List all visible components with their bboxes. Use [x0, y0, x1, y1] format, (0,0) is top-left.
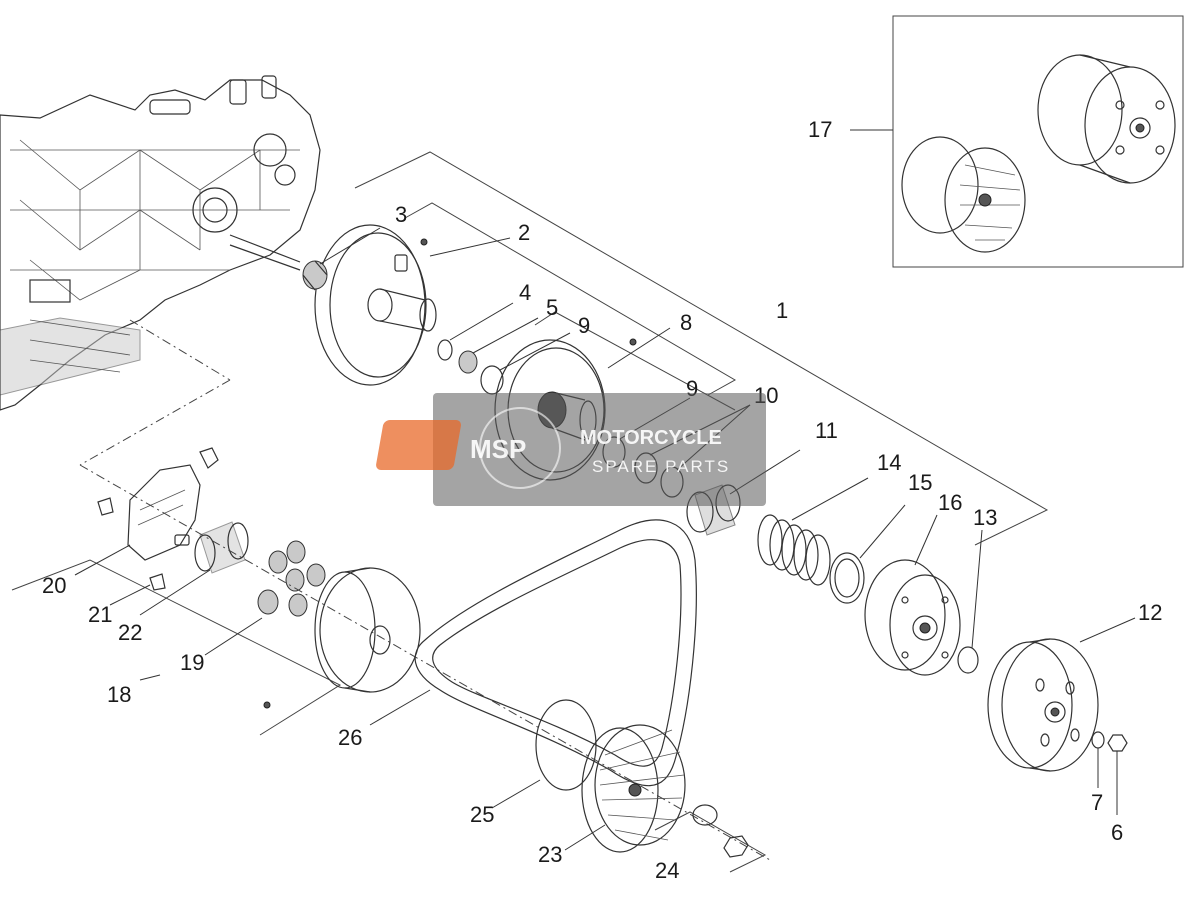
watermark: MSP MOTORCYCLE SPARE PARTS: [376, 393, 766, 506]
part-number-23: 23: [538, 842, 562, 867]
part-number-24: 24: [655, 858, 679, 883]
part-number-1: 1: [776, 298, 788, 323]
washer-24: [692, 804, 718, 826]
part-number-21: 21: [88, 602, 112, 627]
part-number-8: 8: [680, 310, 692, 335]
watermark-line2: SPARE PARTS: [592, 457, 730, 476]
part-number-18: 18: [107, 682, 131, 707]
nut-6: [1107, 734, 1128, 752]
axis-line: [129, 319, 231, 381]
bracket-18: [11, 559, 342, 736]
part-number-4: 4: [519, 280, 531, 305]
washer-5: [458, 350, 478, 374]
drive-belt: [414, 519, 697, 787]
part-numbers: 1 2 3 4 5 6 7 8 9 9 10 11 12 13 14 15 16…: [42, 117, 1162, 883]
bracket-8: [534, 311, 736, 411]
part-number-26: 26: [338, 725, 362, 750]
part-number-16: 16: [938, 490, 962, 515]
axis-line: [79, 379, 231, 466]
part-number-17: 17: [808, 117, 832, 142]
nut-13: [957, 646, 979, 674]
washer-15: [829, 552, 865, 604]
roller-bushing-3: [302, 260, 328, 291]
part-number-15: 15: [908, 470, 932, 495]
part-number-14: 14: [877, 450, 901, 475]
bracket-24: [654, 811, 767, 873]
ramp-plate-20: [127, 464, 201, 561]
bracket-2: [404, 202, 737, 396]
drive-belt-inner: [432, 539, 682, 767]
slider-21a: [97, 497, 114, 516]
clutch-bell-12: [987, 638, 1099, 772]
point-marker: [263, 701, 271, 709]
clutch-assembly-inset: [901, 54, 1176, 253]
engine-crankcase: [0, 75, 321, 411]
rollers-19: [257, 540, 326, 617]
circlip-4: [437, 339, 453, 361]
slider-21: [149, 573, 166, 591]
part-number-25: 25: [470, 802, 494, 827]
clutch-16: [864, 559, 961, 676]
bushing-22: [194, 521, 249, 574]
slider-20: [199, 447, 219, 469]
part-number-22: 22: [118, 620, 142, 645]
part-number-12: 12: [1138, 600, 1162, 625]
spring-14: [757, 514, 831, 586]
nut-24: [723, 835, 749, 858]
part-number-5: 5: [546, 295, 558, 320]
part-number-6: 6: [1111, 820, 1123, 845]
part-number-7: 7: [1091, 790, 1103, 815]
watermark-logo: MSP: [470, 434, 526, 464]
part-number-9-upper: 9: [578, 313, 590, 338]
movable-pulley-half: [314, 567, 421, 693]
part-number-13: 13: [973, 505, 997, 530]
fan-pulley-23: [581, 724, 686, 853]
gasket-25: [535, 699, 597, 791]
bracket-1: [354, 151, 1049, 546]
washer-7: [1091, 731, 1105, 749]
part-number-19: 19: [180, 650, 204, 675]
inset-box-17: [892, 15, 1184, 268]
watermark-line1: MOTORCYCLE: [580, 427, 722, 449]
part-number-2: 2: [518, 220, 530, 245]
part-number-20: 20: [42, 573, 66, 598]
point-marker: [420, 238, 428, 246]
drive-pulley-half: [314, 224, 437, 386]
part-number-11: 11: [815, 418, 838, 443]
point-marker: [629, 338, 637, 346]
part-number-3: 3: [395, 202, 407, 227]
